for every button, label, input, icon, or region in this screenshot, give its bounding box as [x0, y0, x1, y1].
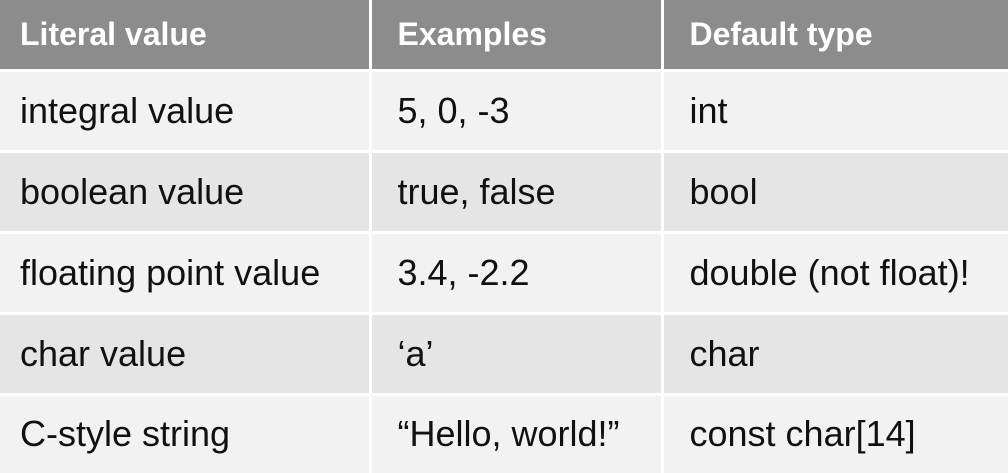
cell-default-type: char [662, 311, 1008, 394]
table-body: integral value 5, 0, -3 int boolean valu… [0, 68, 1008, 473]
cell-literal-value: char value [0, 311, 372, 394]
header-examples: Examples [370, 0, 664, 70]
table-row: integral value 5, 0, -3 int [0, 68, 1008, 151]
header-default-type: Default type [662, 0, 1008, 70]
table-row: boolean value true, false bool [0, 149, 1008, 232]
cell-examples: true, false [370, 149, 664, 232]
cell-default-type: bool [662, 149, 1008, 232]
cell-examples: 3.4, -2.2 [370, 230, 664, 313]
cell-literal-value: integral value [0, 68, 372, 151]
cell-literal-value: floating point value [0, 230, 372, 313]
cell-default-type: double (not float)! [662, 230, 1008, 313]
cell-examples: “Hello, world!” [370, 392, 664, 473]
table-header: Literal value Examples Default type [0, 0, 1008, 70]
cell-examples: ‘a’ [370, 311, 664, 394]
table-row: C-style string “Hello, world!” const cha… [0, 392, 1008, 473]
cell-default-type: const char[14] [662, 392, 1008, 473]
cell-examples: 5, 0, -3 [370, 68, 664, 151]
cell-literal-value: boolean value [0, 149, 372, 232]
cell-default-type: int [662, 68, 1008, 151]
table-row: char value ‘a’ char [0, 311, 1008, 394]
header-literal-value: Literal value [0, 0, 372, 70]
table-row: floating point value 3.4, -2.2 double (n… [0, 230, 1008, 313]
cell-literal-value: C-style string [0, 392, 372, 473]
header-row: Literal value Examples Default type [0, 0, 1008, 70]
